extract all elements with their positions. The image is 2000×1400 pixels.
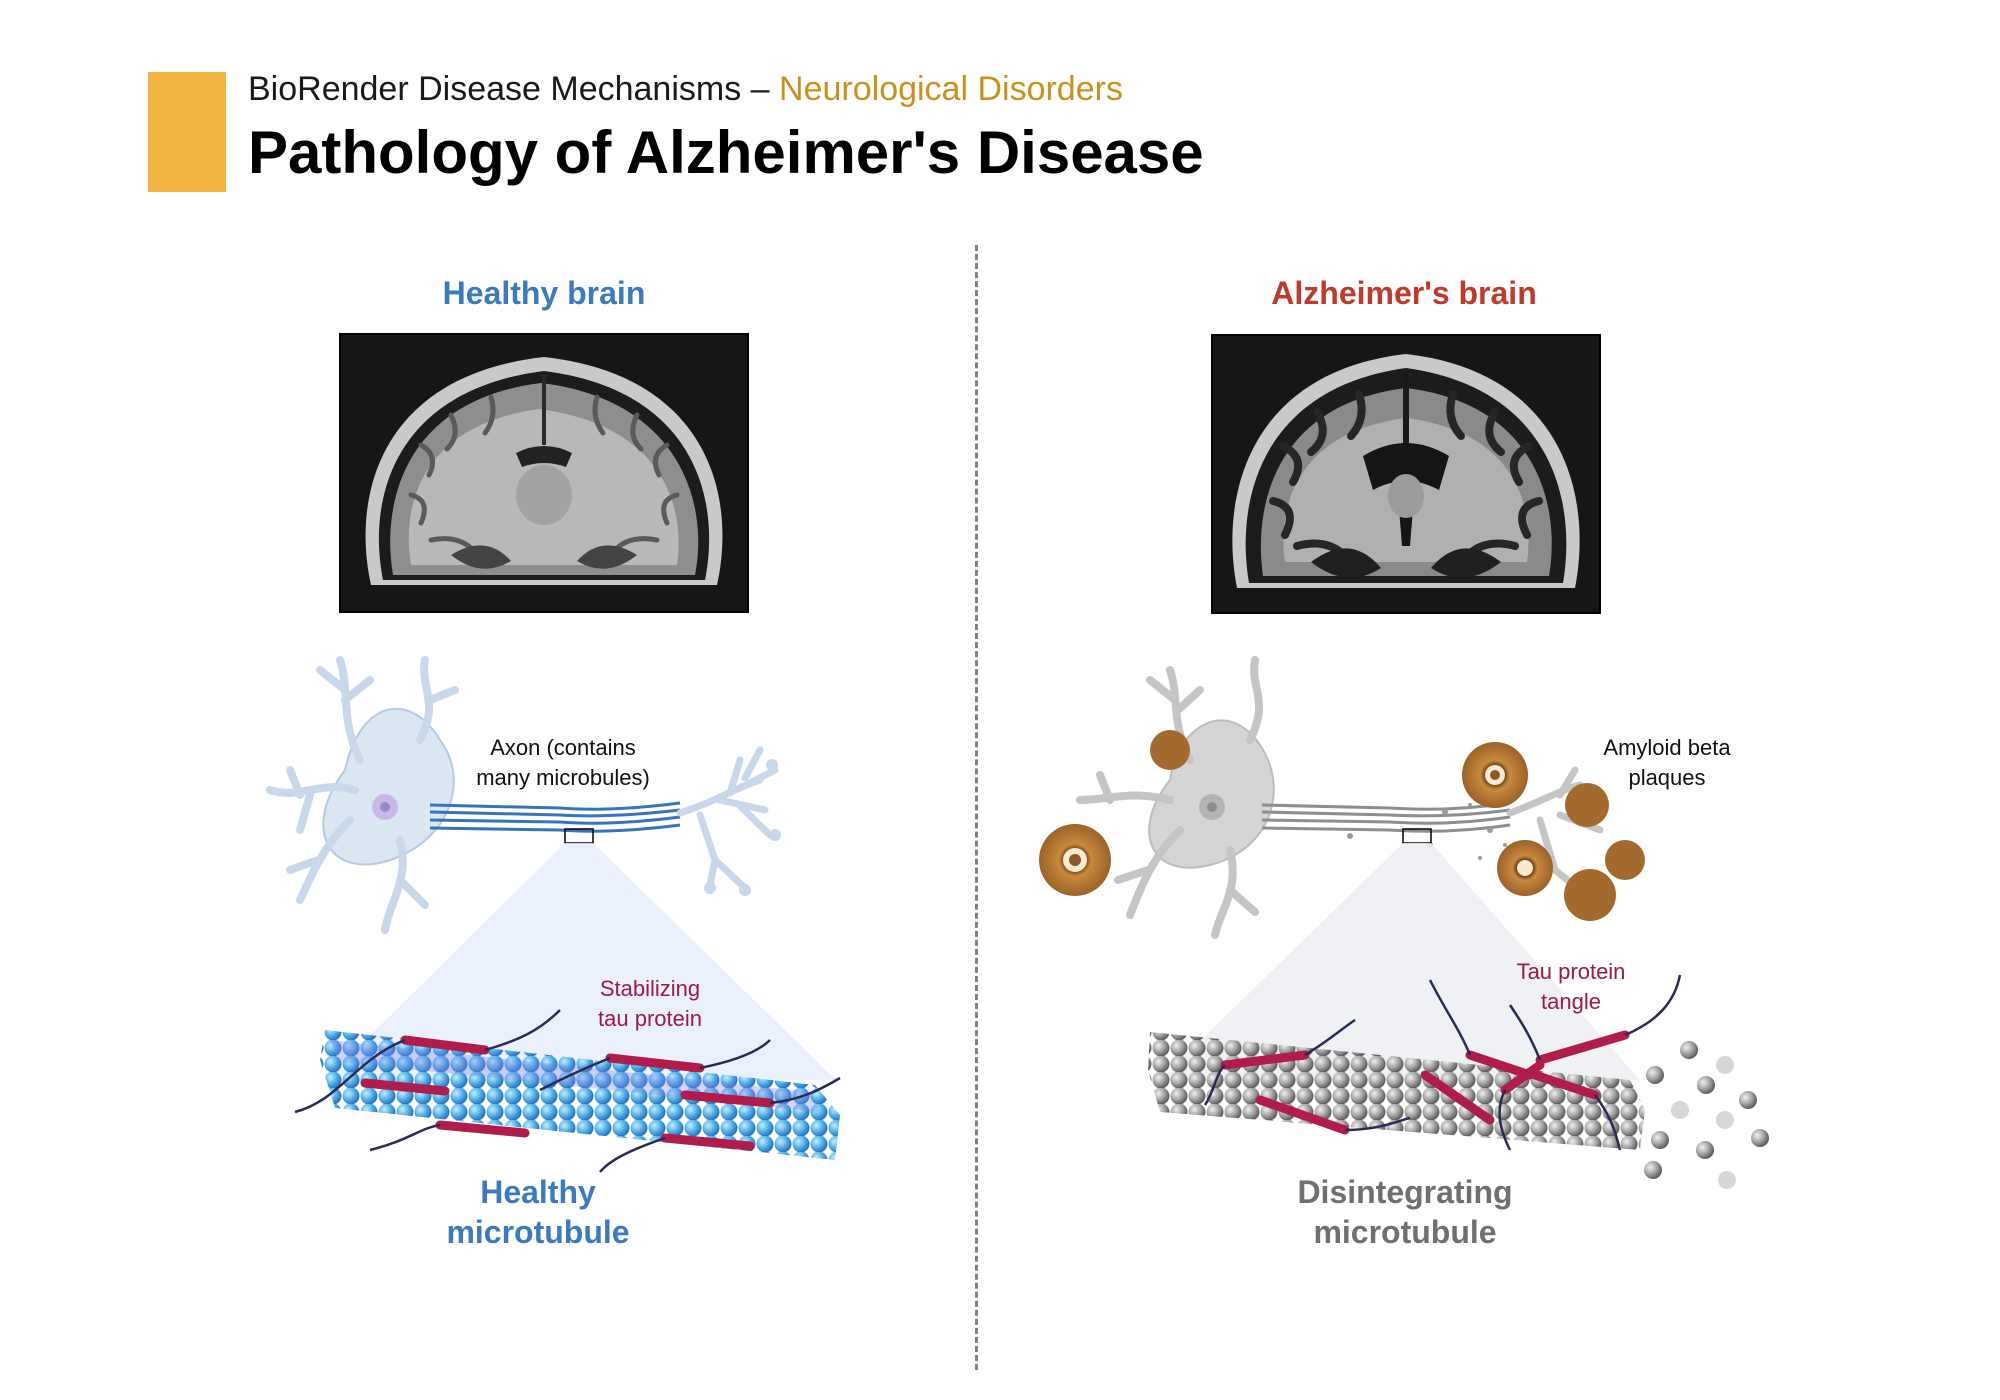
amyloid-plaques-label: Amyloid beta plaques: [1603, 733, 1730, 793]
disintegrating-microtubule: [1148, 974, 1769, 1189]
healthy-microtubule: [294, 1009, 841, 1173]
amyloid-label-line2: plaques: [1628, 765, 1706, 790]
healthy-zoom-cone: [325, 843, 836, 1080]
healthy-microtubule-line1: Healthy: [480, 1174, 596, 1210]
stabilizing-tau-line1: Stabilizing: [599, 976, 701, 1001]
amyloid-label-line1: Amyloid beta: [1603, 735, 1731, 760]
subtitle-prefix: BioRender Disease Mechanisms –: [248, 70, 780, 108]
healthy-microtubule-label: Healthy microtubule: [446, 1172, 629, 1252]
healthy-neuron: [266, 656, 459, 934]
axon-label: Axon (contains many microbules): [476, 733, 650, 793]
disintegrating-microtubule-label: Disintegrating microtubule: [1297, 1172, 1512, 1252]
tau-tangle-label: Tau protein tangle: [1517, 957, 1626, 1017]
page-title: Pathology of Alzheimer's Disease: [248, 119, 1204, 186]
disintegrating-microtubule-line2: microtubule: [1313, 1214, 1497, 1250]
tau-tangle-line1: Tau protein: [1516, 959, 1626, 984]
axon-label-line2: many microbules): [476, 765, 650, 790]
disintegrating-microtubule-line1: Disintegrating: [1297, 1174, 1513, 1210]
panel-divider: [975, 245, 978, 1370]
amyloid-plaques: [1039, 730, 1645, 921]
healthy-brain-mri-image: [339, 333, 749, 613]
tau-tangle-line2: tangle: [1541, 989, 1601, 1014]
stabilizing-tau-label: Stabilizing tau protein: [598, 974, 702, 1034]
stabilizing-tau-line2: tau protein: [598, 1006, 702, 1031]
axon-label-line1: Axon (contains: [490, 735, 636, 760]
healthy-microtubule-line2: microtubule: [446, 1214, 630, 1250]
header-accent-block: [148, 72, 226, 192]
alzheimers-neuron: [1076, 656, 1275, 939]
header-subtitle: BioRender Disease Mechanisms – Neurologi…: [248, 70, 1123, 109]
healthy-brain-title: Healthy brain: [442, 275, 646, 311]
alzheimers-brain-mri-image: [1211, 334, 1601, 614]
alzheimers-axon: [1261, 766, 1604, 894]
subtitle-category: Neurological Disorders: [779, 70, 1123, 108]
alzheimers-brain-title: Alzheimer's brain: [1271, 275, 1537, 311]
